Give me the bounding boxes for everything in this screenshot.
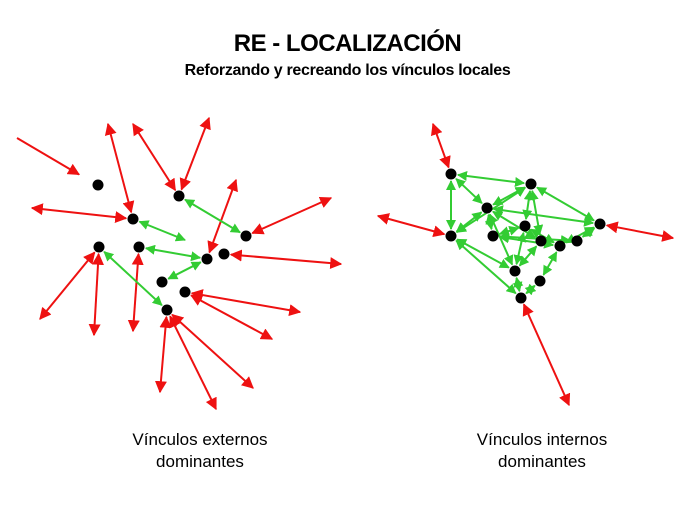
left-node xyxy=(201,253,213,265)
caption-external-line1: Vínculos externos xyxy=(132,430,268,449)
caption-external-links: Vínculos externos dominantes xyxy=(85,429,315,473)
nodes-layer xyxy=(92,168,606,316)
right-node xyxy=(571,235,583,247)
page-title: RE - LOCALIZACIÓN xyxy=(233,30,462,57)
left-node xyxy=(161,304,173,316)
right-node xyxy=(445,168,457,180)
internal-link xyxy=(167,261,202,280)
external-link xyxy=(376,213,446,238)
internal-link xyxy=(492,205,595,227)
external-link-inbound xyxy=(16,137,81,176)
left-node xyxy=(179,286,191,298)
external-link xyxy=(251,196,333,235)
caption-internal-links: Vínculos internos dominantes xyxy=(427,429,657,473)
internal-link xyxy=(528,189,544,236)
caption-external-line2: dominantes xyxy=(156,452,244,471)
left-node xyxy=(156,276,168,288)
right-node xyxy=(481,202,493,214)
internal-link xyxy=(542,251,558,276)
right-node xyxy=(554,240,566,252)
internal-link xyxy=(138,220,186,242)
right-node xyxy=(534,275,546,287)
external-link xyxy=(39,251,96,320)
external-link xyxy=(522,303,571,407)
external-link xyxy=(169,315,217,411)
external-link xyxy=(30,203,128,224)
internal-link xyxy=(492,186,526,206)
internal-link xyxy=(103,251,163,306)
left-node xyxy=(240,230,252,242)
external-link xyxy=(132,122,177,192)
internal-link xyxy=(524,283,537,296)
links-layer xyxy=(16,116,675,411)
external-link xyxy=(605,221,675,242)
right-node xyxy=(519,220,531,232)
right-node xyxy=(487,230,499,242)
internal-link xyxy=(456,171,526,187)
internal-link xyxy=(184,198,241,234)
internal-link xyxy=(144,244,202,262)
left-node xyxy=(92,179,104,191)
external-link xyxy=(104,122,135,214)
external-link xyxy=(154,315,172,394)
external-link xyxy=(431,122,451,169)
page-subtitle: Reforzando y recreando los vínculos loca… xyxy=(184,62,511,79)
caption-internal-line2: dominantes xyxy=(498,452,586,471)
left-node xyxy=(173,190,185,202)
left-node xyxy=(93,241,105,253)
external-link xyxy=(190,294,274,340)
external-link xyxy=(88,252,104,337)
right-node xyxy=(525,178,537,190)
right-node xyxy=(594,218,606,230)
external-link xyxy=(229,249,343,270)
internal-link xyxy=(498,225,520,237)
left-node xyxy=(218,248,230,260)
internal-link xyxy=(455,178,483,204)
internal-link xyxy=(581,227,596,238)
right-node xyxy=(535,235,547,247)
right-node xyxy=(515,292,527,304)
external-link xyxy=(127,252,144,333)
left-node xyxy=(133,241,145,253)
right-node xyxy=(445,230,457,242)
internal-link xyxy=(512,276,524,293)
internal-link xyxy=(455,239,517,295)
external-link xyxy=(179,116,211,191)
internal-link xyxy=(518,245,538,267)
left-node xyxy=(127,213,139,225)
external-link xyxy=(190,289,302,317)
right-node xyxy=(509,265,521,277)
external-link xyxy=(171,313,254,389)
caption-internal-line1: Vínculos internos xyxy=(476,430,608,449)
